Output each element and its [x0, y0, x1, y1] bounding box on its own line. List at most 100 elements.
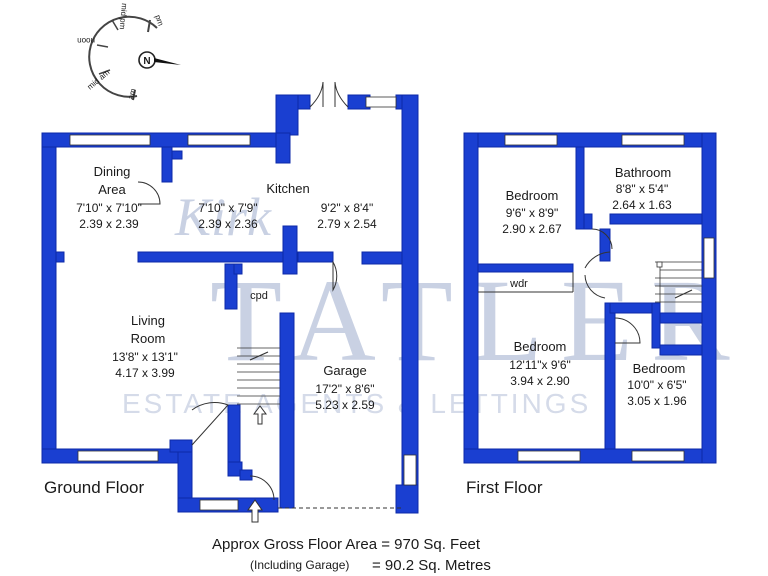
- room-dims-metric: 2.39 x 2.39: [79, 217, 139, 231]
- room-label-dining: Dining Area 7'10" x 7'10" 2.39 x 2.39: [76, 164, 142, 231]
- compass-label-mid-pm: mid pm: [118, 3, 129, 30]
- room-name: Garage: [323, 363, 366, 378]
- room-dims-imperial: 7'10" x 7'9": [198, 201, 257, 215]
- window: [517, 450, 581, 462]
- door-swing: [332, 260, 338, 292]
- wall: [224, 263, 238, 310]
- window: [69, 134, 151, 146]
- room-name: Room: [131, 331, 166, 346]
- room-label-bathroom: Bathroom 8'8" x 5'4" 2.64 x 1.63: [612, 165, 672, 212]
- entrance-arrow-icon: [247, 499, 263, 523]
- wall: [171, 150, 183, 160]
- area-summary-including-garage: (Including Garage): [250, 558, 349, 572]
- wall: [275, 132, 291, 164]
- room-dims-metric: 4.17 x 3.99: [115, 366, 175, 380]
- room-name: Dining: [94, 164, 131, 179]
- door-swing: [249, 475, 275, 501]
- compass-arc: [88, 15, 158, 98]
- room-dims-metric: 3.94 x 2.90: [510, 374, 570, 388]
- ground-floor-stairs: [237, 347, 280, 405]
- room-dims-imperial: 17'2" x 8'6": [315, 382, 374, 396]
- window: [403, 454, 417, 486]
- room-dims-imperial: 7'10" x 7'10": [76, 201, 142, 215]
- wall: [282, 225, 298, 275]
- window: [187, 134, 251, 146]
- wall: [651, 302, 661, 349]
- compass-label-am: am: [126, 87, 138, 100]
- window: [365, 96, 397, 108]
- window: [621, 134, 685, 146]
- room-dims-metric: 5.23 x 2.59: [315, 398, 375, 412]
- french-door-left: [309, 81, 324, 108]
- wall: [701, 132, 717, 464]
- room-dims-metric: 2.64 x 1.63: [612, 198, 672, 212]
- wall: [161, 146, 173, 183]
- room-dims-imperial: 12'11"x 9'6": [509, 358, 571, 372]
- room-label-bedroom-3: Bedroom 10'0" x 6'5" 3.05 x 1.96: [627, 361, 687, 408]
- room-label-living: Living Room 13'8" x 13'1" 4.17 x 3.99: [112, 313, 178, 380]
- compass-north-letter: N: [143, 56, 150, 67]
- wall: [361, 251, 403, 265]
- first-floor-caption: First Floor: [466, 478, 543, 497]
- window: [703, 237, 715, 279]
- wall: [239, 469, 253, 481]
- wall: [659, 312, 703, 324]
- area-summary-line1: Approx Gross Floor Area = 970 Sq. Feet: [212, 536, 481, 553]
- room-dims-imperial: 9'2" x 8'4": [321, 201, 373, 215]
- door-swing: [614, 317, 641, 344]
- door-swing: [584, 251, 611, 269]
- room-name: Bedroom: [514, 339, 567, 354]
- wall: [609, 213, 703, 225]
- cupboard-label: cpd: [250, 290, 268, 302]
- wall: [227, 461, 243, 477]
- compass: N pm mid pm noon mid am am: [77, 3, 181, 101]
- ground-floor-windows: [69, 96, 417, 511]
- wall: [609, 302, 653, 314]
- watermark-script: Kirk: [174, 187, 272, 247]
- compass-label-mid-am: mid am: [86, 68, 112, 92]
- room-dims-imperial: 8'8" x 5'4": [616, 182, 668, 196]
- door-swing: [584, 274, 606, 299]
- room-name: Living: [131, 313, 165, 328]
- room-dims-imperial: 9'6" x 8'9": [506, 206, 558, 220]
- wall: [55, 251, 65, 263]
- room-dims-metric: 2.79 x 2.54: [317, 217, 377, 231]
- door-swing: [191, 402, 229, 446]
- ground-floor-caption: Ground Floor: [44, 478, 144, 497]
- wall: [41, 132, 57, 464]
- room-dims-metric: 2.39 x 2.36: [198, 217, 258, 231]
- wall: [659, 344, 703, 356]
- wall: [477, 263, 574, 273]
- compass-label-pm: pm: [153, 14, 165, 28]
- room-name: Bedroom: [633, 361, 686, 376]
- window: [77, 450, 159, 462]
- room-dims-imperial: 13'8" x 13'1": [112, 350, 178, 364]
- wardrobe-label: wdr: [509, 278, 528, 290]
- wall: [604, 302, 616, 450]
- room-name: Bathroom: [615, 165, 671, 180]
- window: [199, 499, 239, 511]
- wall: [279, 312, 295, 509]
- wall: [401, 94, 419, 514]
- room-label-kitchen: Kitchen 7'10" x 7'9" 2.39 x 2.36 9'2" x …: [198, 181, 377, 231]
- watermark-tagline: ESTATE AGENTS & LETTINGS: [122, 388, 591, 419]
- room-label-bedroom-1: Bedroom 9'6" x 8'9" 2.90 x 2.67: [502, 188, 562, 236]
- door-swing: [591, 228, 613, 250]
- room-label-garage: Garage 17'2" x 8'6" 5.23 x 2.59: [315, 363, 375, 412]
- door-swing: [137, 181, 161, 205]
- wall: [233, 263, 243, 275]
- wall: [395, 484, 419, 514]
- room-label-bedroom-2: Bedroom 12'11"x 9'6" 3.94 x 2.90: [509, 339, 571, 388]
- area-summary-metric: = 90.2 Sq. Metres: [372, 557, 491, 574]
- window: [504, 134, 558, 146]
- wall: [227, 404, 241, 466]
- first-floor-doors: [478, 228, 641, 344]
- wall: [599, 228, 611, 262]
- room-name: Bedroom: [506, 188, 559, 203]
- up-arrow-icon: [253, 405, 267, 425]
- wall: [575, 146, 585, 230]
- room-dims-metric: 2.90 x 2.67: [502, 222, 562, 236]
- room-dims-imperial: 10'0" x 6'5": [627, 378, 686, 392]
- north-arrow-icon: [154, 58, 181, 65]
